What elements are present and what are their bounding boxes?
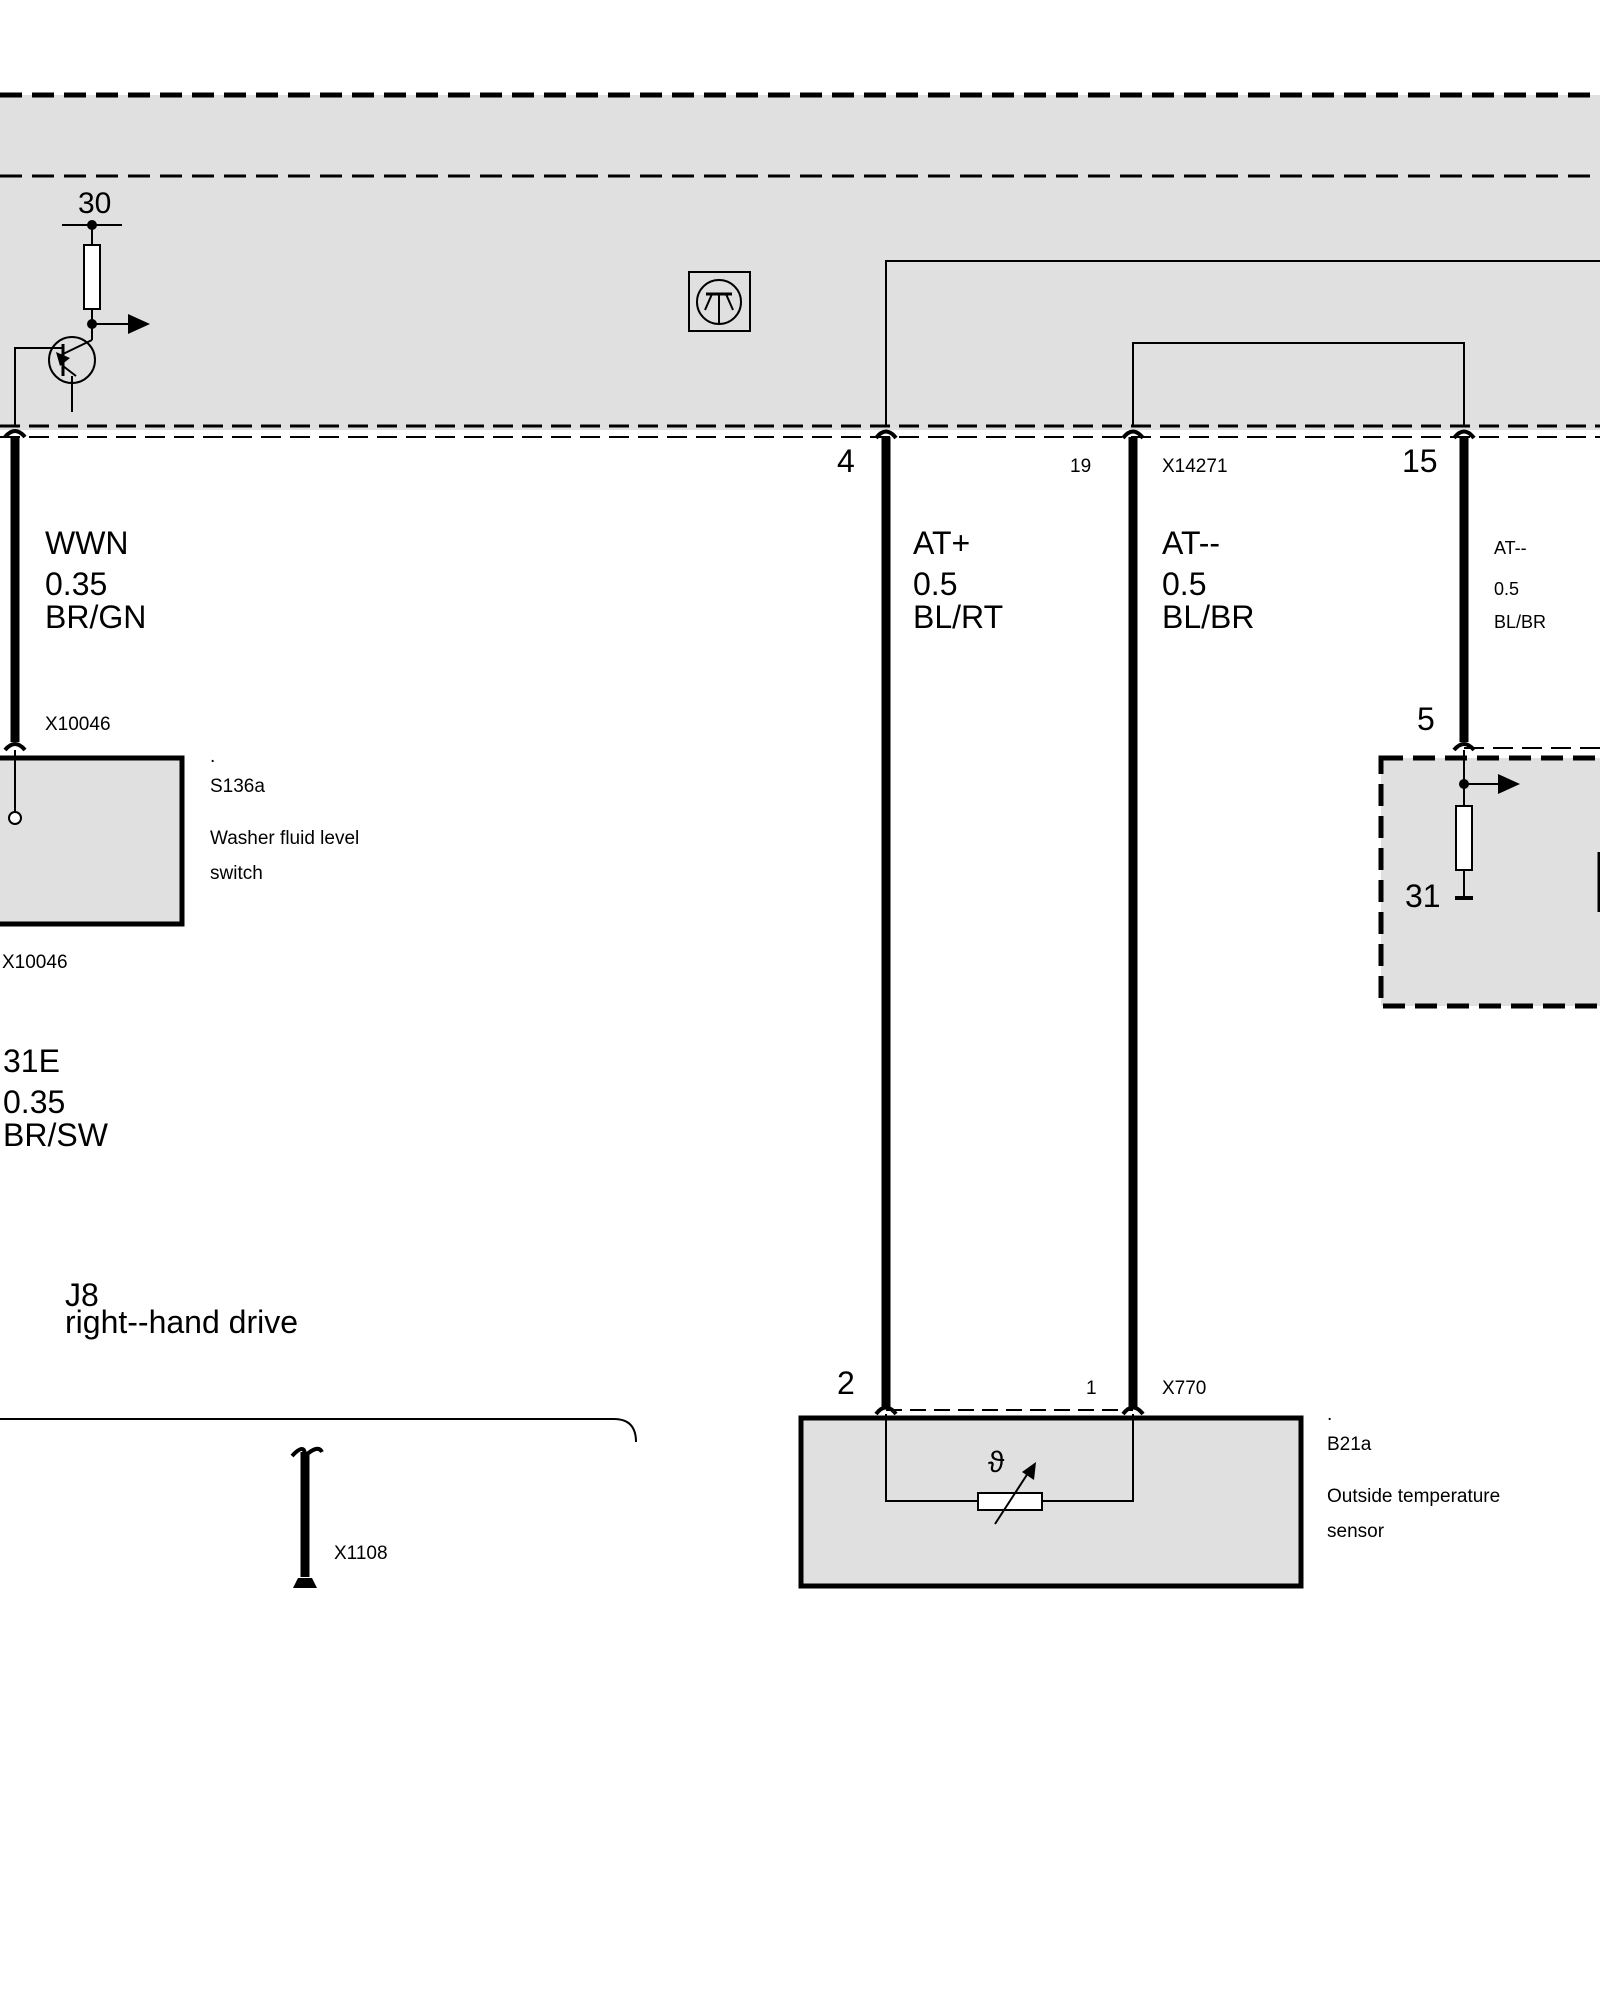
wwn-signal: WWN (45, 525, 129, 561)
pin-at-minus-2: 15 (1402, 443, 1438, 479)
supply-label: 30 (78, 187, 111, 220)
ground-icon (293, 1578, 317, 1588)
wire-at-minus-2 (1452, 429, 1476, 752)
wwn-bottom-terminal (3, 742, 27, 752)
ground-gauge: 0.35 (3, 1084, 65, 1120)
pullup-resistor-icon (83, 244, 101, 310)
washer-id: S136a (210, 776, 265, 797)
at-minus-color: BL/BR (1162, 599, 1254, 635)
sensor-desc-2: sensor (1327, 1521, 1385, 1542)
at-plus-color: BL/RT (913, 599, 1003, 635)
right-module-arrow-icon (1498, 774, 1520, 794)
washer-desc-2: switch (210, 863, 263, 884)
at-plus-bottom-terminal (874, 1405, 898, 1416)
at-plus-top-terminal (874, 429, 898, 440)
wire-at-plus (874, 429, 898, 1416)
wwn-top-terminal (3, 429, 27, 439)
right-module-body (1378, 755, 1600, 1009)
control-module (0, 92, 1600, 438)
at-minus-bottom-terminal (1121, 1405, 1145, 1416)
washer-switch-body (0, 755, 185, 927)
right-module-pin: 5 (1417, 701, 1435, 737)
cu-right (725, 293, 734, 311)
at-minus-top-terminal (1121, 429, 1145, 440)
washer-switch: X10046 . S136a Washer fluid level switch… (0, 714, 359, 973)
ground-connector: X1108 (334, 1543, 388, 1564)
wwn-gauge: 0.35 (45, 566, 107, 602)
pin-at-plus: 4 (837, 443, 855, 479)
sensor-pin-right: 1 (1086, 1378, 1097, 1399)
wire-wwn (3, 429, 27, 752)
variant-desc: right--hand drive (65, 1304, 298, 1340)
right-module: 5 31 (1378, 701, 1600, 1009)
wire-at-minus (1121, 429, 1145, 1416)
at-minus-label: AT-- 0.5 BL/BR (1162, 525, 1254, 635)
sensor-connector: X770 (1162, 1378, 1206, 1399)
at-minus-gauge: 0.5 (1162, 566, 1206, 602)
wwn-color: BR/GN (45, 599, 146, 635)
ground-wire-label: 31E 0.35 BR/SW (3, 1043, 109, 1153)
washer-connector-top: X10046 (45, 714, 111, 735)
at-minus2-color: BL/BR (1494, 612, 1546, 632)
thermistor-arrow-head-icon (1022, 1462, 1036, 1480)
control-unit-box (688, 271, 751, 332)
theta-icon: ϑ (988, 1446, 1005, 1479)
temp-sensor: 2 1 X770 ϑ . B21a Outside temperature se… (798, 1365, 1500, 1589)
right-module-resistor-icon (1455, 805, 1473, 871)
emitter-arrow-icon (56, 352, 70, 366)
at-minus-internal-loop (1132, 342, 1465, 426)
at-plus-internal-loop (885, 260, 1600, 426)
at-minus2-gauge: 0.5 (1494, 579, 1519, 599)
control-module-body (0, 95, 1600, 430)
signal-arrow-icon (128, 314, 150, 334)
washer-connector-bottom: X10046 (2, 952, 68, 973)
variant-bracket (0, 1418, 637, 1443)
sensor-id: B21a (1327, 1434, 1372, 1455)
at-minus2-top-terminal (1452, 429, 1476, 440)
control-unit-symbol (688, 271, 751, 332)
sensor-internal-wiring (885, 1414, 978, 1502)
base-wire (14, 347, 63, 426)
right-module-ground-label: 31 (1405, 878, 1441, 914)
cu-left (704, 293, 713, 311)
at-minus2-label: AT-- 0.5 BL/BR (1494, 538, 1546, 632)
wwn-label: WWN 0.35 BR/GN (45, 525, 146, 635)
washer-switch-contact-icon (8, 811, 22, 825)
ground-color: BR/SW (3, 1117, 109, 1153)
washer-desc-1: Washer fluid level (210, 828, 359, 849)
sensor-internal-wiring-2 (1042, 1414, 1134, 1502)
ground-signal: 31E (3, 1043, 60, 1079)
module-connector: X14271 (1162, 456, 1228, 477)
sensor-pin-left: 2 (837, 1365, 855, 1401)
thermistor-arrow (994, 1469, 1031, 1525)
variant-block: J8 right--hand drive X1108 (0, 1277, 637, 1588)
pin-at-minus: 19 (1070, 456, 1091, 477)
sensor-dot: . (1327, 1404, 1332, 1425)
at-plus-label: AT+ 0.5 BL/RT (913, 525, 1003, 635)
transistor-emitter (62, 365, 77, 377)
transistor-collector (62, 339, 93, 355)
variant-code: J8 (65, 1277, 99, 1313)
at-plus-gauge: 0.5 (913, 566, 957, 602)
at-plus-signal: AT+ (913, 525, 970, 561)
at-minus2-signal: AT-- (1494, 538, 1527, 558)
at-minus-signal: AT-- (1162, 525, 1220, 561)
supply-circuit: 30 (14, 187, 150, 426)
washer-dot: . (210, 746, 215, 767)
sensor-desc-1: Outside temperature (1327, 1486, 1500, 1507)
